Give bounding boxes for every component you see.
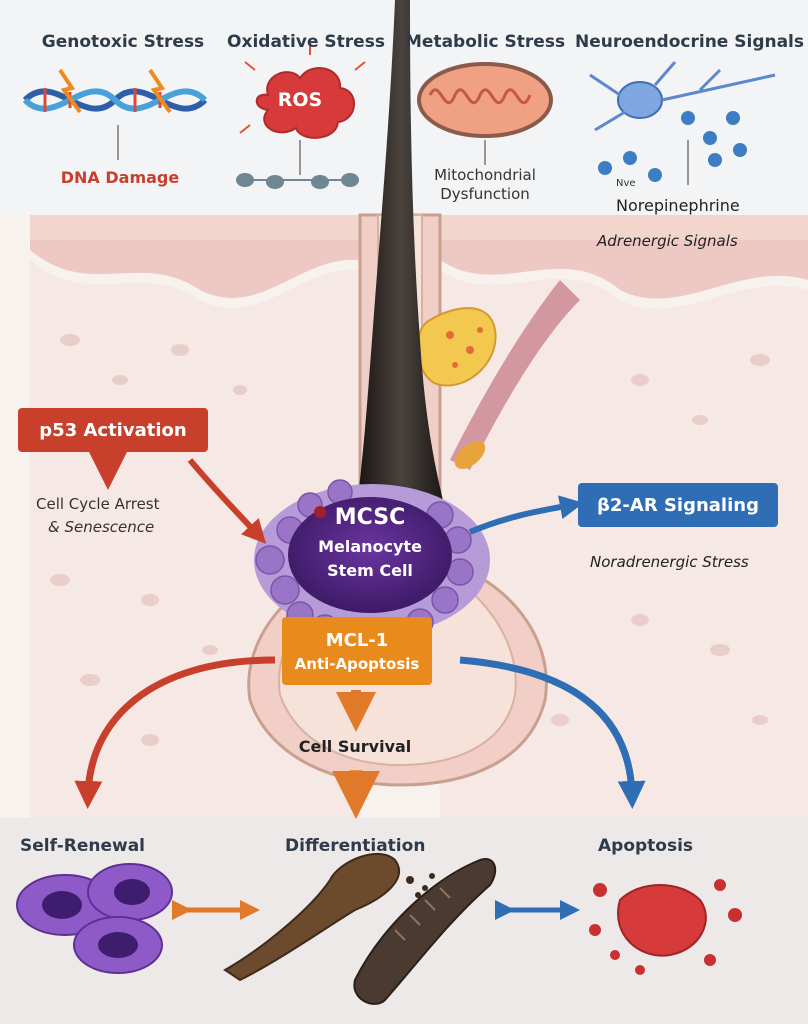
p53-activation-label: p53 Activation xyxy=(39,419,187,441)
arrector-pili xyxy=(450,280,580,470)
epidermis xyxy=(30,240,360,298)
label-ros: ROS xyxy=(277,89,323,111)
header-differentiation: Differentiation xyxy=(285,836,426,856)
label-dna-damage: DNA Damage xyxy=(60,168,180,187)
label-adrenergic-signals: Adrenergic Signals xyxy=(597,232,738,250)
label-senescence: & Senescence xyxy=(48,518,155,536)
ros-cloud-illustration xyxy=(236,45,366,189)
mcsc-melanocyte: Melanocyte xyxy=(318,537,422,556)
header-metabolic-stress: Metabolic Stress xyxy=(405,32,566,52)
b2ar-signaling-label: β2-AR Signaling xyxy=(597,494,759,516)
header-genotoxic-stress: Genotoxic Stress xyxy=(41,32,205,52)
epidermis-right xyxy=(440,240,808,299)
mcsc-title: MCSC xyxy=(334,505,406,530)
p53-activation-box: p53 Activation xyxy=(18,408,208,452)
arrow-to-apoptosis xyxy=(459,656,646,809)
header-self-renewal: Self-Renewal xyxy=(20,836,146,856)
dermis-texture xyxy=(50,334,770,746)
label-nve: Nve xyxy=(616,178,636,189)
header-oxidative-stress: Oxidative Stress xyxy=(227,32,385,52)
mcl1-box: MCL-1 Anti-Apoptosis xyxy=(282,617,432,685)
arrow-to-self-renewal xyxy=(74,656,276,809)
neuron-illustration xyxy=(589,61,776,185)
mcsc-stem-cell: Stem Cell xyxy=(327,561,413,580)
label-norepinephrine: Norepinephrine xyxy=(616,196,740,215)
differentiation-melanocytes-illustration xyxy=(223,852,497,1005)
label-cell-survival: Cell Survival xyxy=(298,737,412,756)
mcl1-label: MCL-1 xyxy=(325,629,389,651)
b2ar-signaling-box: β2-AR Signaling xyxy=(578,483,778,527)
label-cell-cycle-arrest: Cell Cycle Arrest xyxy=(36,495,160,513)
hair-shaft xyxy=(355,0,448,520)
dna-helix-illustration xyxy=(22,68,208,160)
mitochondrion-illustration xyxy=(417,62,553,165)
header-neuroendocrine-signals: Neuroendocrine Signals xyxy=(575,32,805,52)
label-mitochondrial: Mitochondrial xyxy=(434,166,536,184)
label-dysfunction: Dysfunction xyxy=(440,185,530,203)
self-renewal-cells-illustration xyxy=(16,863,173,974)
anti-apoptosis-label: Anti-Apoptosis xyxy=(294,654,420,673)
arrow-mcsc-to-b2ar xyxy=(468,495,584,535)
label-noradrenergic-stress: Noradrenergic Stress xyxy=(590,553,749,571)
apoptosis-fragments-illustration xyxy=(589,879,742,975)
header-apoptosis: Apoptosis xyxy=(598,836,694,856)
nerve-ending xyxy=(454,441,486,469)
arrow-p53-to-mcsc xyxy=(187,458,267,544)
